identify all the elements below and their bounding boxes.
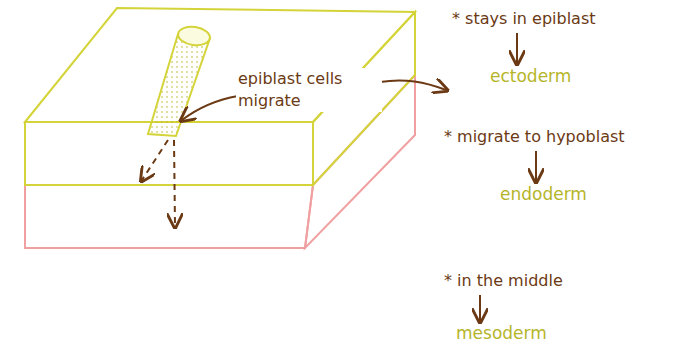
note-label: * stays in epiblast	[452, 8, 596, 30]
leader-arrow	[380, 80, 446, 90]
germ-layer-label: ectoderm	[490, 65, 571, 87]
streak-top	[177, 25, 211, 47]
dashed-arrow	[142, 140, 168, 180]
note-label: * migrate to hypoblast	[444, 126, 625, 148]
dashed-arrow	[174, 140, 175, 226]
germ-layer-label: mesoderm	[456, 322, 547, 344]
migrate-arrow	[182, 96, 238, 120]
epiblast-top	[25, 8, 415, 122]
down-arrow	[516, 33, 518, 63]
note-label: * in the middle	[444, 270, 563, 292]
germ-layer-label: endoderm	[500, 183, 587, 205]
down-arrow	[479, 295, 481, 321]
streak-cylinder	[148, 34, 210, 136]
hypoblast-front	[25, 185, 313, 248]
annotation-label: epiblast cells migrate	[236, 68, 382, 112]
down-arrow	[535, 151, 537, 181]
